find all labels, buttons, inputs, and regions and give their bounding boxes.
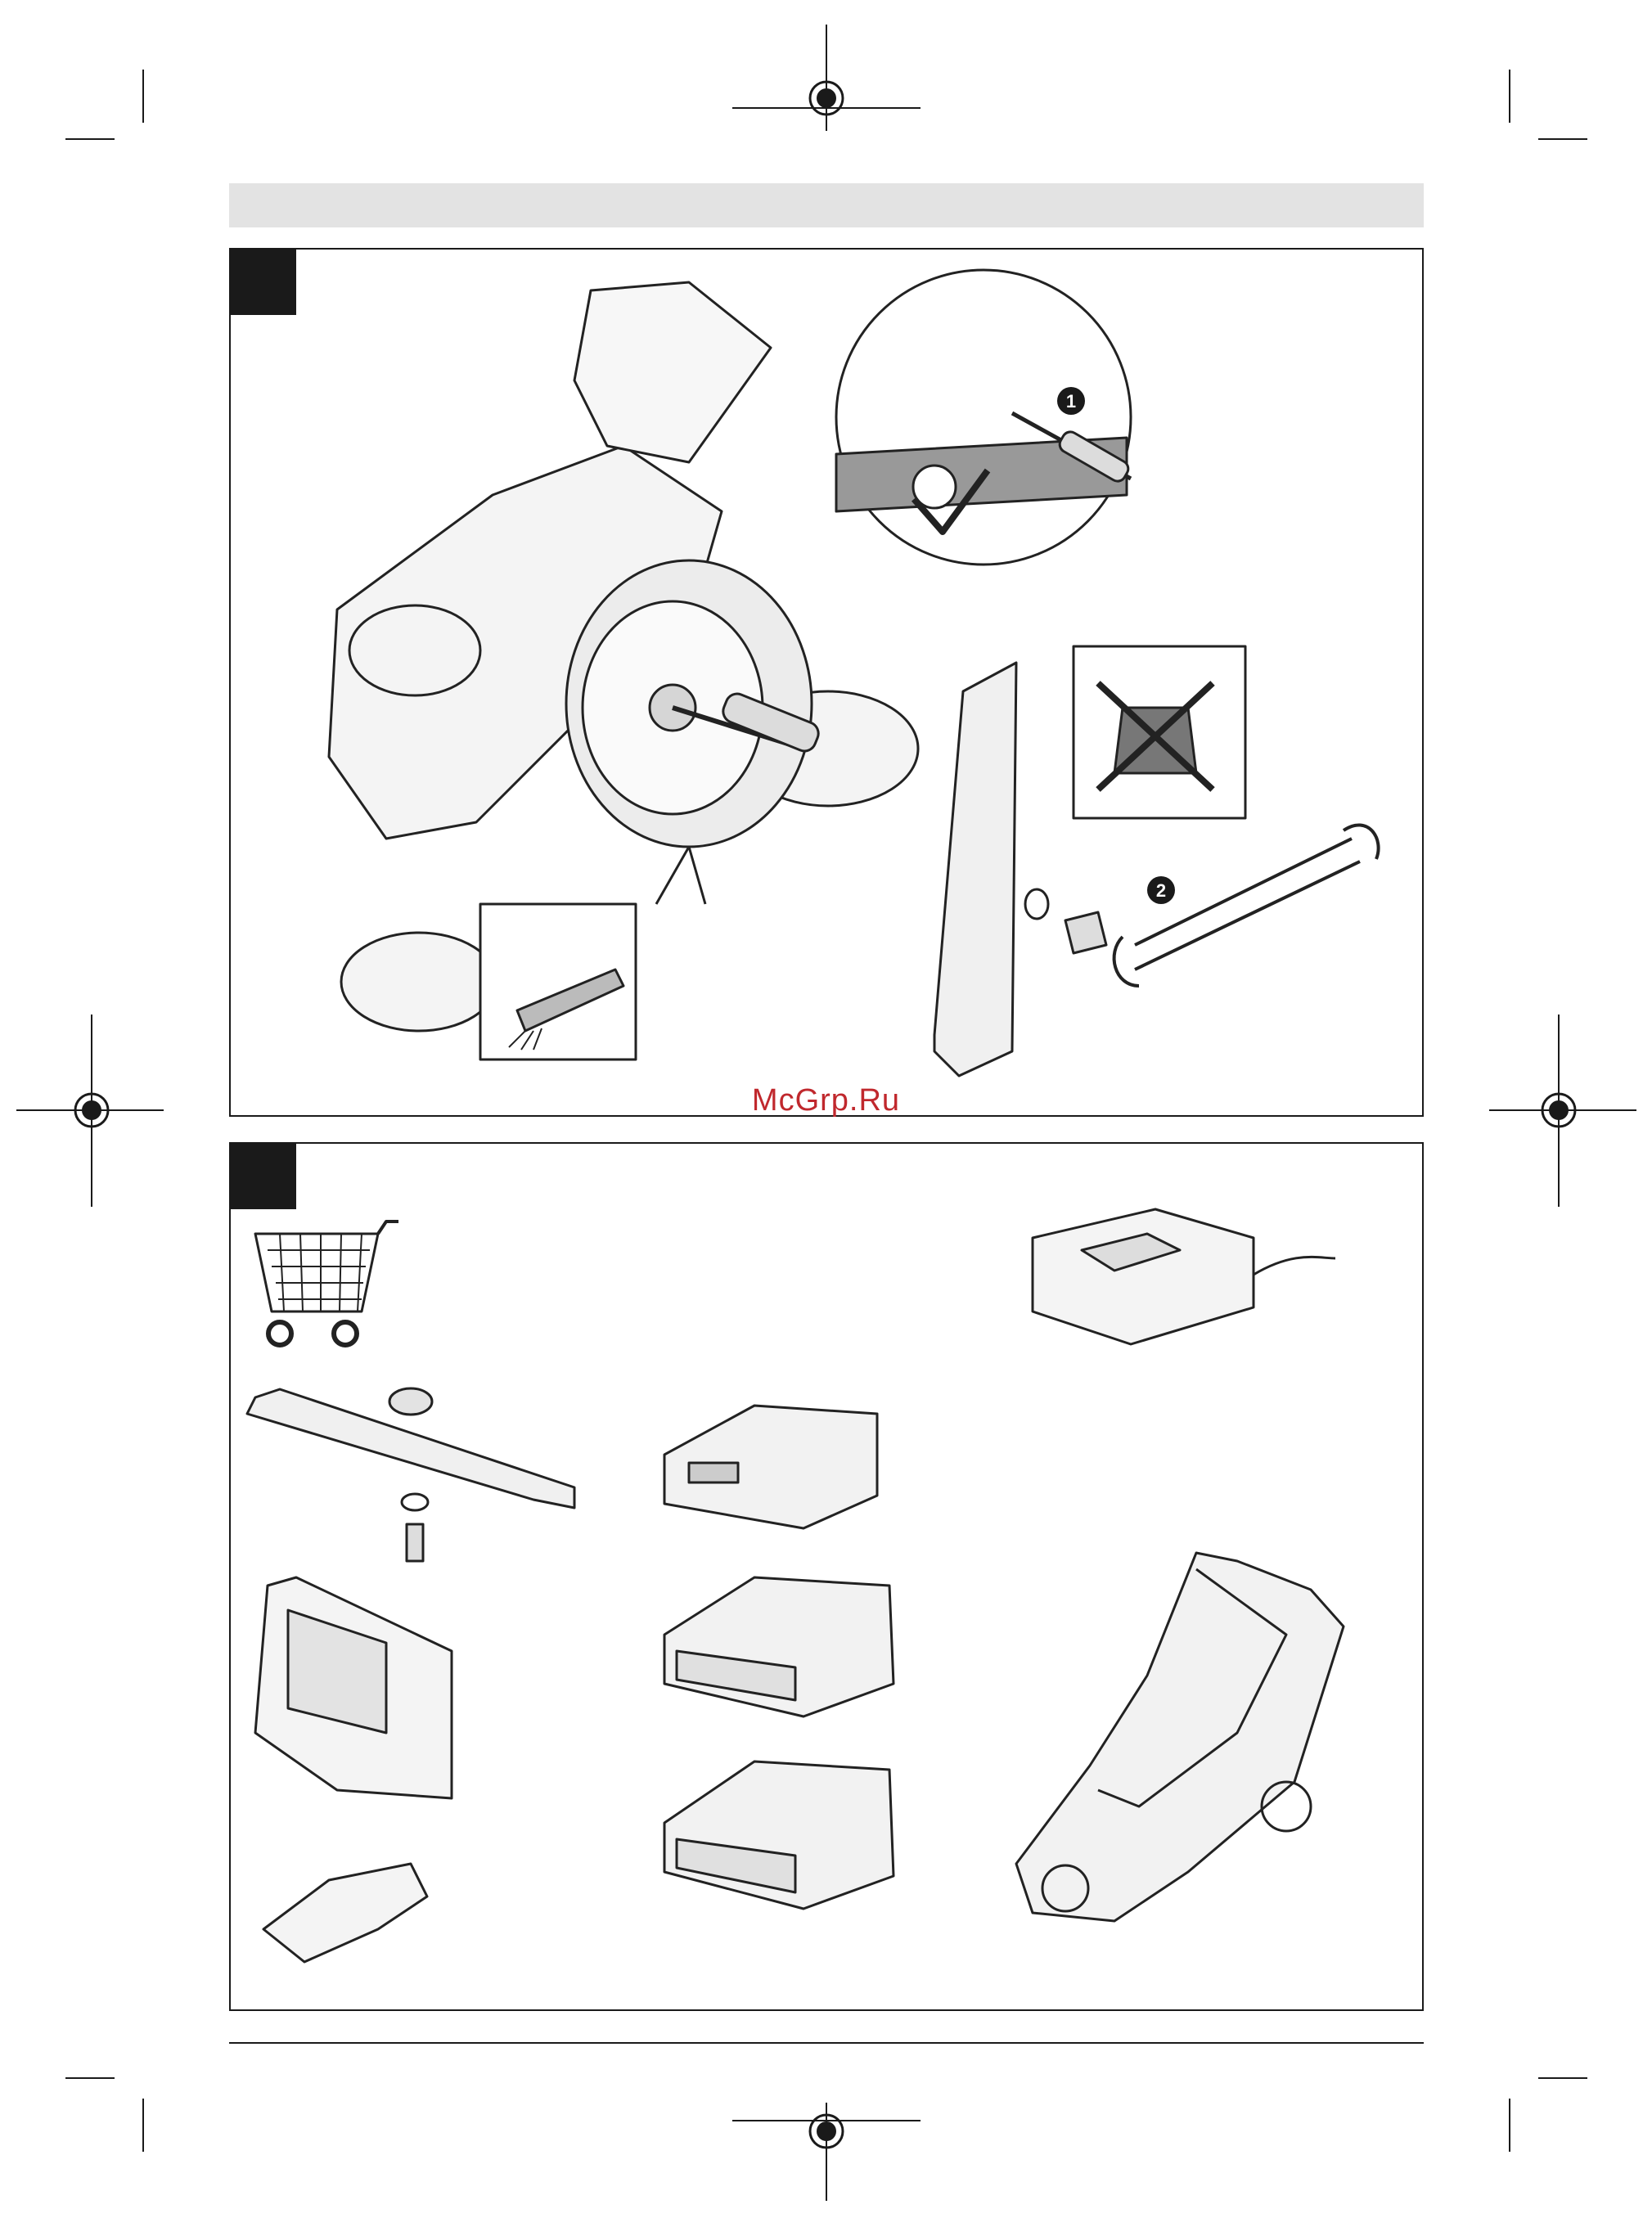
replacement-blade xyxy=(934,663,1016,1076)
battery-small xyxy=(664,1406,877,1528)
gardening-gloves xyxy=(263,1864,427,1962)
battery-large xyxy=(664,1761,894,1909)
shopping-cart-icon xyxy=(255,1221,398,1345)
callout-1: 1 xyxy=(1057,387,1085,415)
covered-lawnmower xyxy=(1016,1553,1344,1921)
grass-catcher-bag xyxy=(255,1577,452,1798)
detail-magnifier xyxy=(836,270,1131,565)
battery-medium xyxy=(664,1577,894,1716)
blade-kit xyxy=(247,1388,574,1561)
mower-handle xyxy=(574,282,771,462)
battery-charger xyxy=(1033,1209,1335,1344)
callout-2: 2 xyxy=(1147,876,1175,904)
figure-panel-blade-maintenance: 1 2 xyxy=(229,248,1424,1117)
footer-rule xyxy=(229,2042,1424,2044)
bolt xyxy=(1065,912,1106,953)
washer xyxy=(1025,889,1048,919)
header-bar xyxy=(229,183,1424,227)
rear-wheel xyxy=(341,933,497,1031)
watermark: McGrp.Ru xyxy=(0,1085,1652,1116)
accessories-illustration xyxy=(231,1144,1422,2009)
blade-maintenance-illustration: 1 2 xyxy=(231,250,1422,1115)
callout-2-label: 2 xyxy=(1156,880,1166,901)
front-wheel-left xyxy=(349,605,480,695)
figure-panel-accessories xyxy=(229,1142,1424,2011)
callout-1-label: 1 xyxy=(1066,391,1076,412)
wrench xyxy=(1135,839,1360,970)
